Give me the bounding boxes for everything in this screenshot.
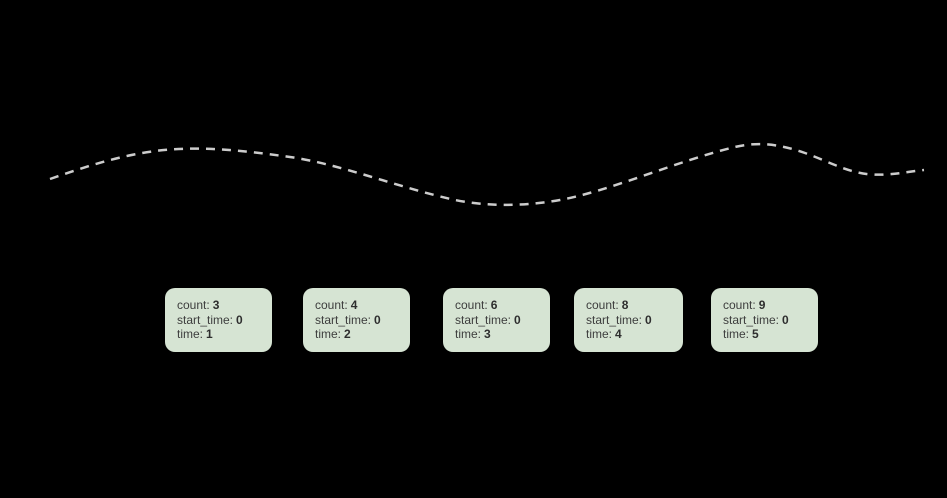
node-field: count:9 <box>723 298 810 313</box>
field-value: 4 <box>615 327 622 341</box>
field-label: start_time: <box>586 312 643 327</box>
state-node-3: count:6 start_time:0 time:3 <box>443 288 550 352</box>
field-label: time: <box>177 327 204 341</box>
node-field: start_time:0 <box>455 313 542 328</box>
field-value: 4 <box>350 298 358 312</box>
node-field: time:3 <box>455 327 542 342</box>
node-field: count:8 <box>586 298 675 313</box>
state-node-1: count:3 start_time:0 time:1 <box>165 288 272 352</box>
field-label: start_time: <box>723 312 780 327</box>
node-field: start_time:0 <box>315 313 402 328</box>
state-node-4: count:8 start_time:0 time:4 <box>574 288 683 352</box>
field-label: start_time: <box>177 312 234 327</box>
node-field: count:6 <box>455 298 542 313</box>
field-value: 3 <box>212 298 220 312</box>
node-field: time:5 <box>723 327 810 342</box>
field-label: count: <box>177 298 210 312</box>
field-value: 3 <box>484 327 491 341</box>
field-label: count: <box>723 298 756 312</box>
field-value: 1 <box>206 327 213 341</box>
node-field: time:2 <box>315 327 402 342</box>
field-label: time: <box>586 327 613 341</box>
field-value: 5 <box>752 327 759 341</box>
state-node-2: count:4 start_time:0 time:2 <box>303 288 410 352</box>
node-field: time:4 <box>586 327 675 342</box>
node-field: start_time:0 <box>586 313 675 328</box>
field-value: 0 <box>645 312 652 327</box>
state-node-5: count:9 start_time:0 time:5 <box>711 288 818 352</box>
field-label: count: <box>315 298 348 312</box>
field-label: count: <box>455 298 488 312</box>
node-field: time:1 <box>177 327 264 342</box>
field-label: start_time: <box>455 312 512 327</box>
field-value: 0 <box>514 312 521 327</box>
field-value: 0 <box>236 312 243 327</box>
dashed-trend-curve <box>49 142 925 207</box>
field-label: count: <box>586 298 619 312</box>
field-label: time: <box>455 327 482 341</box>
field-value: 6 <box>490 298 498 312</box>
field-label: start_time: <box>315 312 372 327</box>
field-label: time: <box>723 327 750 341</box>
field-label: time: <box>315 327 342 341</box>
node-field: start_time:0 <box>177 313 264 328</box>
field-value: 0 <box>374 312 381 327</box>
field-value: 9 <box>758 298 766 312</box>
node-field: count:4 <box>315 298 402 313</box>
node-field: start_time:0 <box>723 313 810 328</box>
node-field: count:3 <box>177 298 264 313</box>
field-value: 8 <box>621 298 629 312</box>
field-value: 0 <box>782 312 789 327</box>
field-value: 2 <box>344 327 351 341</box>
